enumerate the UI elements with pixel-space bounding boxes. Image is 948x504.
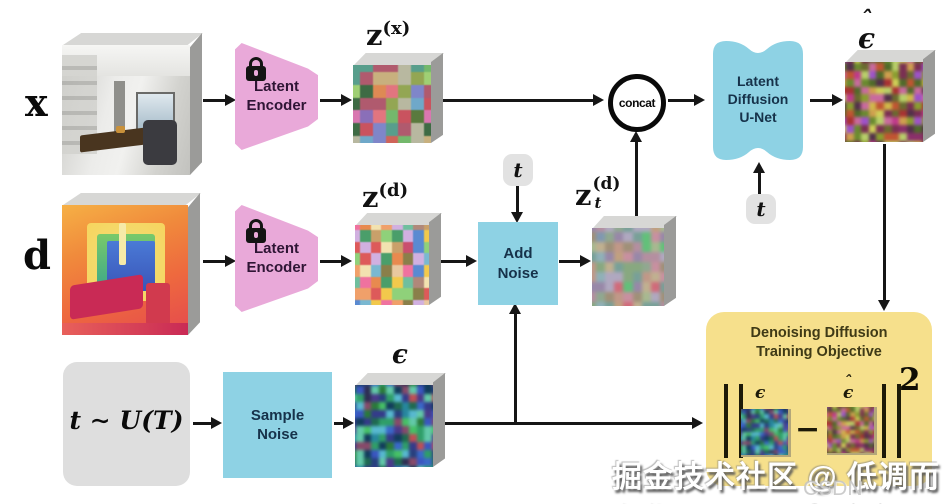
arrowhead [225, 94, 236, 106]
objective-title: Denoising Diffusion Training Objective [750, 325, 888, 360]
eps-noise [355, 385, 433, 467]
unet-shape [713, 41, 803, 160]
objective-epshat-square [827, 407, 877, 455]
timestep-sampler-box: t ∼ U(T) [63, 362, 190, 486]
arrowhead [878, 300, 890, 311]
lock-icon [246, 57, 266, 81]
latent-d-noised-label: z(d)t [575, 174, 621, 213]
objective-epshat-noise [827, 407, 874, 453]
arrow-d-to-encoder [203, 260, 225, 263]
eps-label: ϵ [392, 340, 408, 370]
depth-map [62, 205, 188, 335]
eps-hat-cube [845, 62, 923, 142]
eps-hat-noise [845, 62, 923, 142]
depth-chair [146, 283, 171, 325]
photo-chair [142, 120, 178, 165]
depth-lamp [118, 223, 127, 265]
timestep-sampler-label: t ∼ U(T) [69, 406, 184, 435]
depth-bed [69, 274, 143, 320]
watermark-csdn: CSDN @wei_shuo [803, 477, 913, 504]
arrowhead [343, 417, 354, 429]
photo-item [115, 125, 125, 133]
input-depth-label: d [23, 232, 51, 279]
arrowhead [630, 131, 642, 142]
arrowhead [466, 255, 477, 267]
arrowhead [225, 255, 236, 267]
arrowhead [211, 417, 222, 429]
latent-d-label: z(d) [362, 180, 409, 214]
exponent-two: 2 [899, 362, 921, 398]
arrowhead [832, 94, 843, 106]
input-image-cube [62, 45, 190, 175]
minus-sign: − [795, 412, 821, 447]
norm-bar-right [882, 384, 901, 458]
lock-icon [246, 219, 266, 243]
arrow-eps-to-objective [445, 422, 695, 425]
arrowhead [593, 94, 604, 106]
arrow-zd-to-addnoise [441, 260, 468, 263]
arrow-zx-to-concat [443, 99, 595, 102]
latent-encoder-top-label: Latent Encoder [246, 78, 307, 114]
arrowhead [753, 162, 765, 173]
sample-noise-block: Sample Noise [223, 372, 332, 478]
arrow-unet-to-epshat [810, 99, 835, 102]
arrowhead [341, 94, 352, 106]
arrow-encoder-to-zd [320, 260, 343, 263]
objective-eps-square [741, 409, 791, 457]
latent-x-cube [353, 65, 431, 143]
arrowhead [509, 303, 521, 314]
input-depth-cube [62, 205, 188, 335]
add-noise-block: Add Noise [478, 222, 558, 305]
concat-label: concat [618, 96, 656, 110]
arrowhead [694, 94, 705, 106]
timestep-capsule-addnoise: t [503, 154, 533, 186]
input-image-label: x [25, 80, 48, 125]
latent-x-label: z(x) [366, 18, 411, 52]
arrow-t-to-addnoise [516, 186, 519, 214]
latent-d-noised-cube [592, 228, 664, 306]
objective-eps-label: ϵ [755, 383, 766, 403]
latent-d-cube [355, 225, 429, 305]
arrow-t-to-unet [758, 172, 761, 194]
arrow-addnoise-to-zt [559, 260, 582, 263]
concat-node: concat [608, 74, 666, 132]
timestep-capsule-unet: t [746, 194, 776, 224]
latent-x-mosaic [353, 65, 431, 143]
latent-d-noised-mosaic [592, 228, 664, 306]
arrowhead [341, 255, 352, 267]
room-photo [62, 45, 190, 175]
arrow-zt-to-concat [635, 141, 638, 229]
photo-panel [114, 81, 125, 144]
arrow-timestep-to-samplenoise [193, 422, 213, 425]
arrow-eps-branch-to-addnoise [514, 313, 517, 423]
arrow-epshat-to-objective [883, 144, 886, 302]
watermark-community: 掘金技术社区 @ 低调而奢华 [612, 461, 940, 494]
unet-label: Latent Diffusion U-Net [727, 73, 789, 126]
arrow-concat-to-unet [668, 99, 696, 102]
latent-encoder-bottom-label: Latent Encoder [246, 240, 307, 276]
latent-d-mosaic [355, 225, 429, 305]
arrow-samplenoise-to-eps [334, 422, 345, 425]
arrow-x-to-encoder [203, 99, 225, 102]
arrowhead [580, 255, 591, 267]
objective-box: Denoising Diffusion Training Objective [706, 312, 932, 486]
arrow-encoder-to-zx [320, 99, 343, 102]
eps-cube [355, 385, 433, 467]
arrowhead [692, 417, 703, 429]
depth-bottom-strip [62, 323, 188, 335]
objective-eps-noise [741, 409, 788, 455]
arrowhead [511, 212, 523, 223]
